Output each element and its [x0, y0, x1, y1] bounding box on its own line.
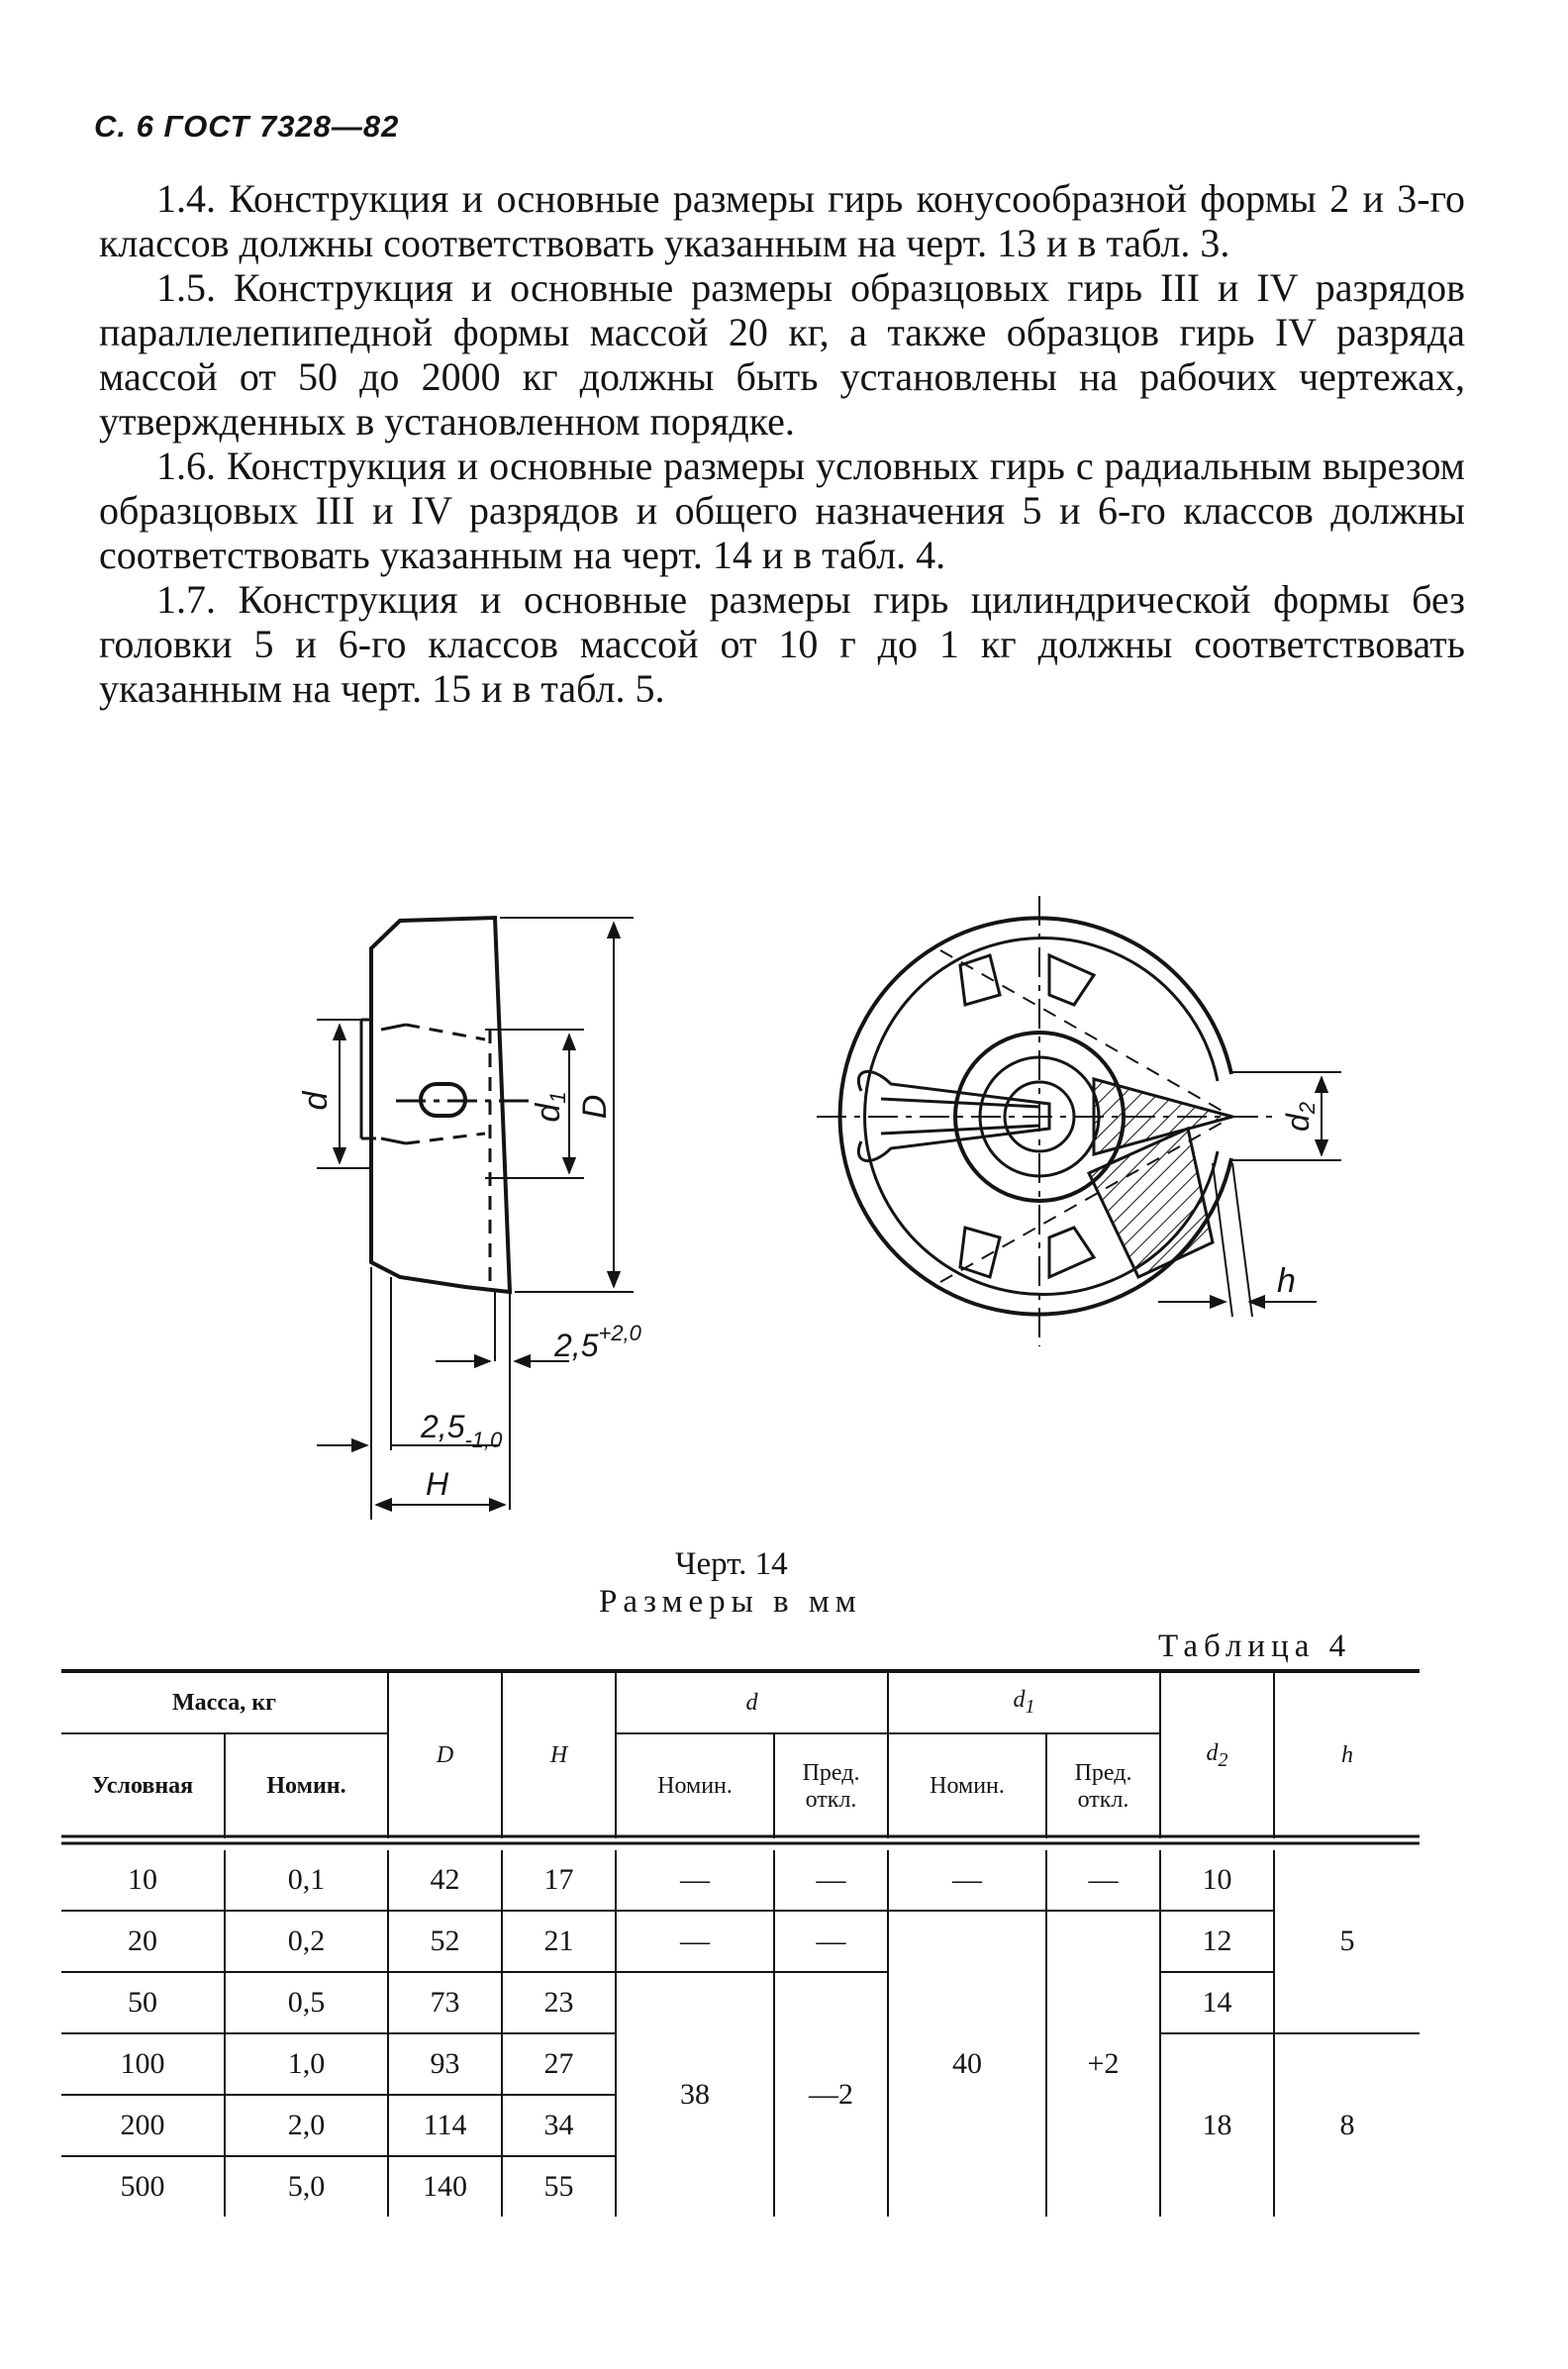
body-text: 1.4. Конструкция и основные размеры гирь…	[99, 176, 1465, 711]
header-d1: d1	[888, 1673, 1162, 1734]
table-header-row-1: Масса, кг D H d d1 d2 h	[61, 1673, 1420, 1838]
front-view: d2 h	[817, 896, 1341, 1346]
page-header: С. 6 ГОСТ 7328—82	[94, 109, 400, 144]
table-label: Таблица 4	[1158, 1629, 1352, 1664]
paragraph-1-5: 1.5. Конструкция и основные размеры обра…	[99, 265, 1465, 444]
table-4: Масса, кг D H d d1 d2 h Условная Номин. …	[61, 1673, 1421, 2217]
merged-h-top: 5	[1274, 1850, 1421, 2034]
header-mass: Масса, кг	[61, 1673, 390, 1734]
header-nom: Номин.	[225, 1733, 390, 1838]
dim-label-d2: d2	[1280, 1102, 1320, 1132]
units-note: Размеры в мм	[599, 1584, 862, 1620]
header-cond: Условная	[61, 1733, 226, 1838]
header-D: D	[388, 1673, 504, 1838]
dim-label-H: H	[426, 1466, 449, 1502]
header-d2: d2	[1160, 1673, 1276, 1838]
table-row: 100 1,0 93 27 18 8	[61, 2033, 1420, 2217]
header-h: h	[1341, 1742, 1354, 1768]
paragraph-1-6: 1.6. Конструкция и основные размеры усло…	[99, 444, 1465, 577]
dim-label-D: D	[576, 1095, 614, 1120]
dim-label-h: h	[1277, 1262, 1296, 1300]
merged-h-bottom: 8	[1339, 2109, 1355, 2141]
side-view: d d1 D 2,5+2,0 2,5-1,0 H	[297, 915, 642, 1520]
merged-d2-bottom: 18	[1160, 2033, 1276, 2217]
table-header-row-2: Условная Номин. Номин. Пред. откл. Номин…	[61, 1733, 1420, 1838]
table-row: 50 0,5 73 23 38 —2 14	[61, 1972, 1420, 2217]
paragraph-1-4: 1.4. Конструкция и основные размеры гирь…	[99, 176, 1465, 265]
dim-label-d: d	[297, 1090, 335, 1110]
table-row: 10 0,1 42 17 — — — — 10 5	[61, 1850, 1421, 2034]
header-H: H	[502, 1673, 618, 1838]
merged-d-nom: 38	[616, 1972, 776, 2217]
header-d: d	[616, 1673, 890, 1734]
table-row: 500 5,0 140 55	[61, 2156, 1420, 2217]
drawing-14: d d1 D 2,5+2,0 2,5-1,0 H d2	[297, 896, 1341, 1520]
header-d-nom: Номин.	[616, 1733, 776, 1838]
merged-d-dev: —2	[774, 1972, 890, 2217]
header-d-dev: Пред. откл.	[774, 1733, 890, 1838]
table-spacer	[61, 1838, 1420, 1850]
header-d1-nom: Номин.	[888, 1733, 1048, 1838]
dim-label-2-5-minus: 2,5-1,0	[420, 1409, 503, 1452]
merged-d1-dev: +2	[1046, 1911, 1162, 2217]
paragraph-1-7: 1.7. Конструкция и основные размеры гирь…	[99, 577, 1465, 711]
merged-d1-nom: 40	[888, 1911, 1048, 2217]
header-d1-dev: Пред. откл.	[1046, 1733, 1162, 1838]
drawing-caption: Черт. 14	[675, 1546, 788, 1582]
table-row: 200 2,0 114 34	[61, 2095, 1420, 2157]
table-row: 20 0,2 52 21 — — 40 +2 12	[61, 1911, 1420, 2217]
dim-label-2-5-plus: 2,5+2,0	[553, 1321, 642, 1363]
dim-label-d1: d1	[530, 1091, 570, 1122]
